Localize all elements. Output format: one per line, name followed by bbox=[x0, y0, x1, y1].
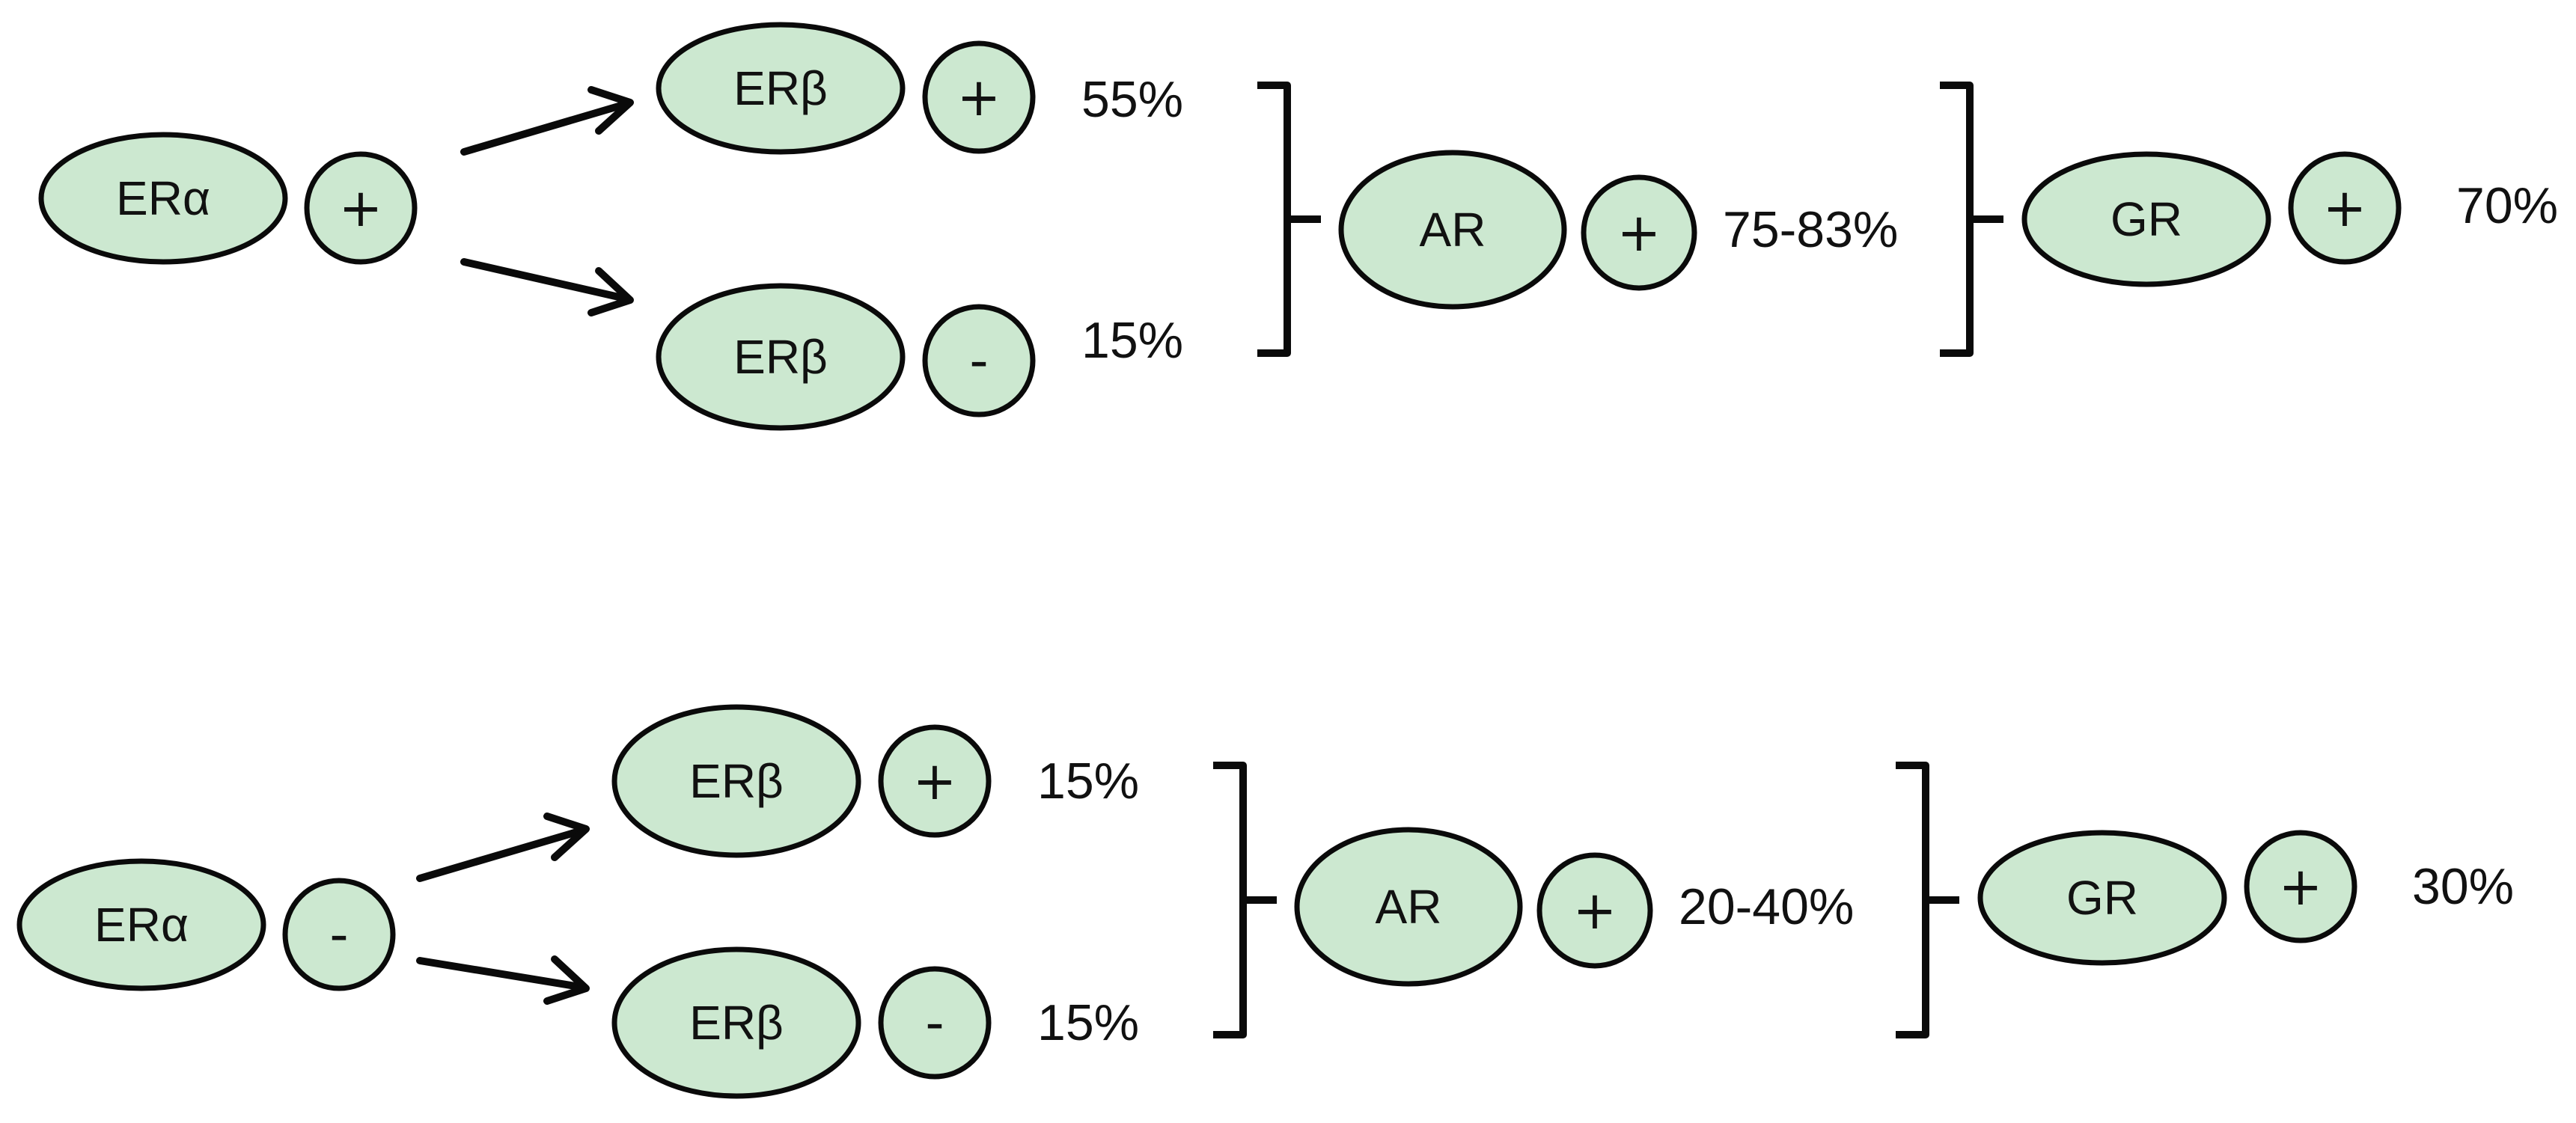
ar-node: AR bbox=[1294, 827, 1523, 987]
erb-lower-node: ERβ bbox=[656, 283, 906, 431]
ar-sign-circle bbox=[1536, 852, 1653, 969]
arrow-to-erb-lower bbox=[460, 258, 634, 316]
bracket-erb-group bbox=[1213, 762, 1277, 1038]
gr-node: GR bbox=[1977, 830, 2227, 966]
gr-sign-circle bbox=[2244, 830, 2357, 943]
gr-sign-label: + bbox=[2323, 177, 2367, 239]
ar-label: AR bbox=[1376, 880, 1442, 934]
erb-lower-sign: - bbox=[922, 304, 1036, 417]
gr-sign-label: + bbox=[2279, 856, 2323, 917]
ar-label: AR bbox=[1420, 203, 1486, 257]
erb-upper-percent: 55% bbox=[1081, 71, 1183, 128]
erb-lower-node: ERβ bbox=[611, 946, 861, 1099]
ar-sign-label: + bbox=[1573, 880, 1617, 941]
ar-percent: 75-83% bbox=[1723, 201, 1898, 258]
era-node: ERα bbox=[16, 858, 266, 991]
erb-upper-label: ERβ bbox=[733, 61, 828, 115]
ar-sign-circle bbox=[1581, 174, 1697, 291]
gr-sign-circle bbox=[2288, 151, 2402, 265]
erb-lower-label: ERβ bbox=[733, 330, 828, 384]
era-sign-circle bbox=[304, 151, 418, 265]
era-label: ERα bbox=[116, 171, 210, 225]
row-2: ERα - ERβ + 15% ERβ bbox=[16, 704, 2514, 1099]
arrow-to-erb-upper bbox=[416, 813, 590, 882]
ar-ellipse bbox=[1294, 827, 1523, 987]
gr-sign: + bbox=[2288, 151, 2402, 265]
erb-lower-sign: - bbox=[878, 966, 992, 1080]
erb-lower-sign-label: - bbox=[925, 992, 944, 1053]
era-sign-circle bbox=[282, 878, 396, 991]
erb-lower-sign-circle bbox=[922, 304, 1036, 417]
ar-sign: + bbox=[1581, 174, 1697, 291]
erb-upper-sign-circle bbox=[922, 40, 1036, 154]
ar-sign: + bbox=[1536, 852, 1653, 969]
erb-upper-node: ERβ bbox=[611, 704, 861, 858]
ar-sign-label: + bbox=[1617, 202, 1661, 263]
erb-lower-percent: 15% bbox=[1081, 312, 1183, 369]
erb-lower-label: ERβ bbox=[689, 996, 784, 1050]
era-ellipse bbox=[38, 132, 288, 265]
bracket-ar-group bbox=[1940, 82, 2003, 357]
era-sign: + bbox=[304, 151, 418, 265]
erb-upper-sign-circle bbox=[878, 724, 992, 838]
era-sign-label: - bbox=[329, 904, 348, 965]
gr-label: GR bbox=[2110, 192, 2182, 246]
erb-upper-label: ERβ bbox=[689, 754, 784, 808]
gr-percent: 30% bbox=[2412, 858, 2514, 915]
erb-lower-ellipse bbox=[656, 283, 906, 431]
era-ellipse bbox=[16, 858, 266, 991]
erb-upper-sign: + bbox=[922, 40, 1036, 154]
erb-lower-sign-circle bbox=[878, 966, 992, 1080]
era-node: ERα bbox=[38, 132, 288, 265]
erb-upper-sign-label: + bbox=[957, 67, 1001, 128]
row-1: ERα + ERβ + 55% ERβ bbox=[38, 22, 2558, 431]
arrow-to-erb-lower bbox=[416, 955, 590, 1005]
era-label: ERα bbox=[94, 898, 189, 952]
ar-percent: 20-40% bbox=[1679, 878, 1854, 935]
gr-node: GR bbox=[2021, 151, 2271, 287]
era-sign: - bbox=[282, 878, 396, 991]
arrow-to-erb-upper bbox=[460, 86, 634, 156]
ar-node: AR bbox=[1338, 150, 1567, 310]
erb-lower-percent: 15% bbox=[1037, 994, 1139, 1051]
gr-ellipse bbox=[1977, 830, 2227, 966]
gr-sign: + bbox=[2244, 830, 2357, 943]
bracket-ar-group bbox=[1896, 762, 1959, 1038]
erb-upper-ellipse bbox=[656, 22, 906, 155]
erb-upper-sign-label: + bbox=[913, 750, 957, 812]
ar-ellipse bbox=[1338, 150, 1567, 310]
gr-percent: 70% bbox=[2456, 177, 2558, 234]
erb-lower-ellipse bbox=[611, 946, 861, 1099]
erb-upper-sign: + bbox=[878, 724, 992, 838]
gr-ellipse bbox=[2021, 151, 2271, 287]
gr-label: GR bbox=[2066, 871, 2138, 925]
bracket-erb-group bbox=[1257, 82, 1321, 357]
era-sign-label: + bbox=[339, 177, 383, 239]
erb-upper-node: ERβ bbox=[656, 22, 906, 155]
erb-upper-percent: 15% bbox=[1037, 753, 1139, 810]
erb-lower-sign-label: - bbox=[969, 330, 988, 391]
erb-upper-ellipse bbox=[611, 704, 861, 858]
